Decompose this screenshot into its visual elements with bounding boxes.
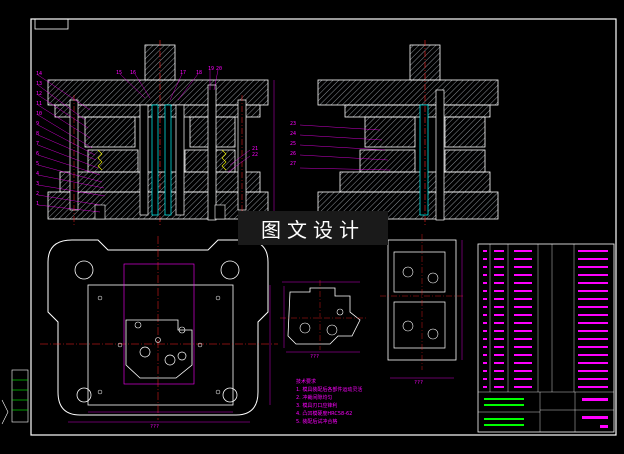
callout-number: 27 (290, 161, 297, 167)
callout-number: 7 (36, 141, 40, 147)
callout-number: 10 (36, 111, 43, 117)
callout-number: 11 (36, 101, 43, 107)
callout-number: 15 (116, 70, 123, 76)
tech-note-item: 4. 凸凹模硬度HRC58-62 (296, 411, 353, 417)
tech-note-item: 5. 装配后试冲合格 (296, 419, 338, 425)
callout-number: 6 (36, 151, 40, 157)
dim-part-right: ??? (414, 380, 424, 386)
dim-plate-width: ??? (150, 424, 160, 430)
callout-number: 13 (36, 81, 43, 87)
plan-view (40, 236, 278, 423)
tech-notes-title: 技术要求 (296, 379, 317, 385)
binding-strip (1, 369, 29, 425)
callout-number: 2 (36, 191, 40, 197)
strip-layout-view (380, 234, 465, 379)
tech-note-item: 2. 冲裁间隙均匀 (296, 395, 333, 401)
watermark-stamp: 图文设计 (238, 211, 388, 245)
tech-note-item: 1. 模具装配后各部件运动灵活 (296, 387, 363, 393)
callout-number: 16 (130, 70, 137, 76)
callout-number: 17 (180, 70, 187, 76)
sheet-border (30, 18, 617, 436)
bom-rows (483, 250, 608, 428)
callout-number: 24 (290, 131, 297, 137)
blank-part-view (280, 280, 368, 353)
callout-number: 23 (290, 121, 297, 127)
callout-number: 26 (290, 151, 297, 157)
callout-number: 1 (36, 201, 40, 207)
callout-number: 9 (36, 121, 40, 127)
main-section-view (37, 40, 275, 225)
callout-number: 14 (36, 71, 43, 77)
tech-note-item: 3. 模具刃口应锋利 (296, 403, 338, 409)
callout-number: 5 (36, 161, 40, 167)
dim-part-small: ??? (310, 354, 320, 360)
callout-number: 21 (252, 146, 259, 152)
callout-number: 18 (196, 70, 203, 76)
top-left-tag (34, 18, 69, 30)
side-section-view (299, 40, 499, 225)
title-block (477, 243, 615, 433)
callout-number: 19 (208, 66, 215, 72)
tech-notes: 技术要求 1. 模具装配后各部件运动灵活 2. 冲裁间隙均匀 3. 模具刃口应锋… (296, 378, 362, 426)
callout-number: 8 (36, 131, 40, 137)
callout-number: 25 (290, 141, 297, 147)
callout-number: 12 (36, 91, 43, 97)
watermark-text: 图文设计 (261, 217, 365, 242)
callout-number: 4 (36, 171, 40, 177)
callout-number: 22 (252, 152, 259, 158)
callout-number: 20 (216, 66, 223, 72)
callout-number: 3 (36, 181, 40, 187)
